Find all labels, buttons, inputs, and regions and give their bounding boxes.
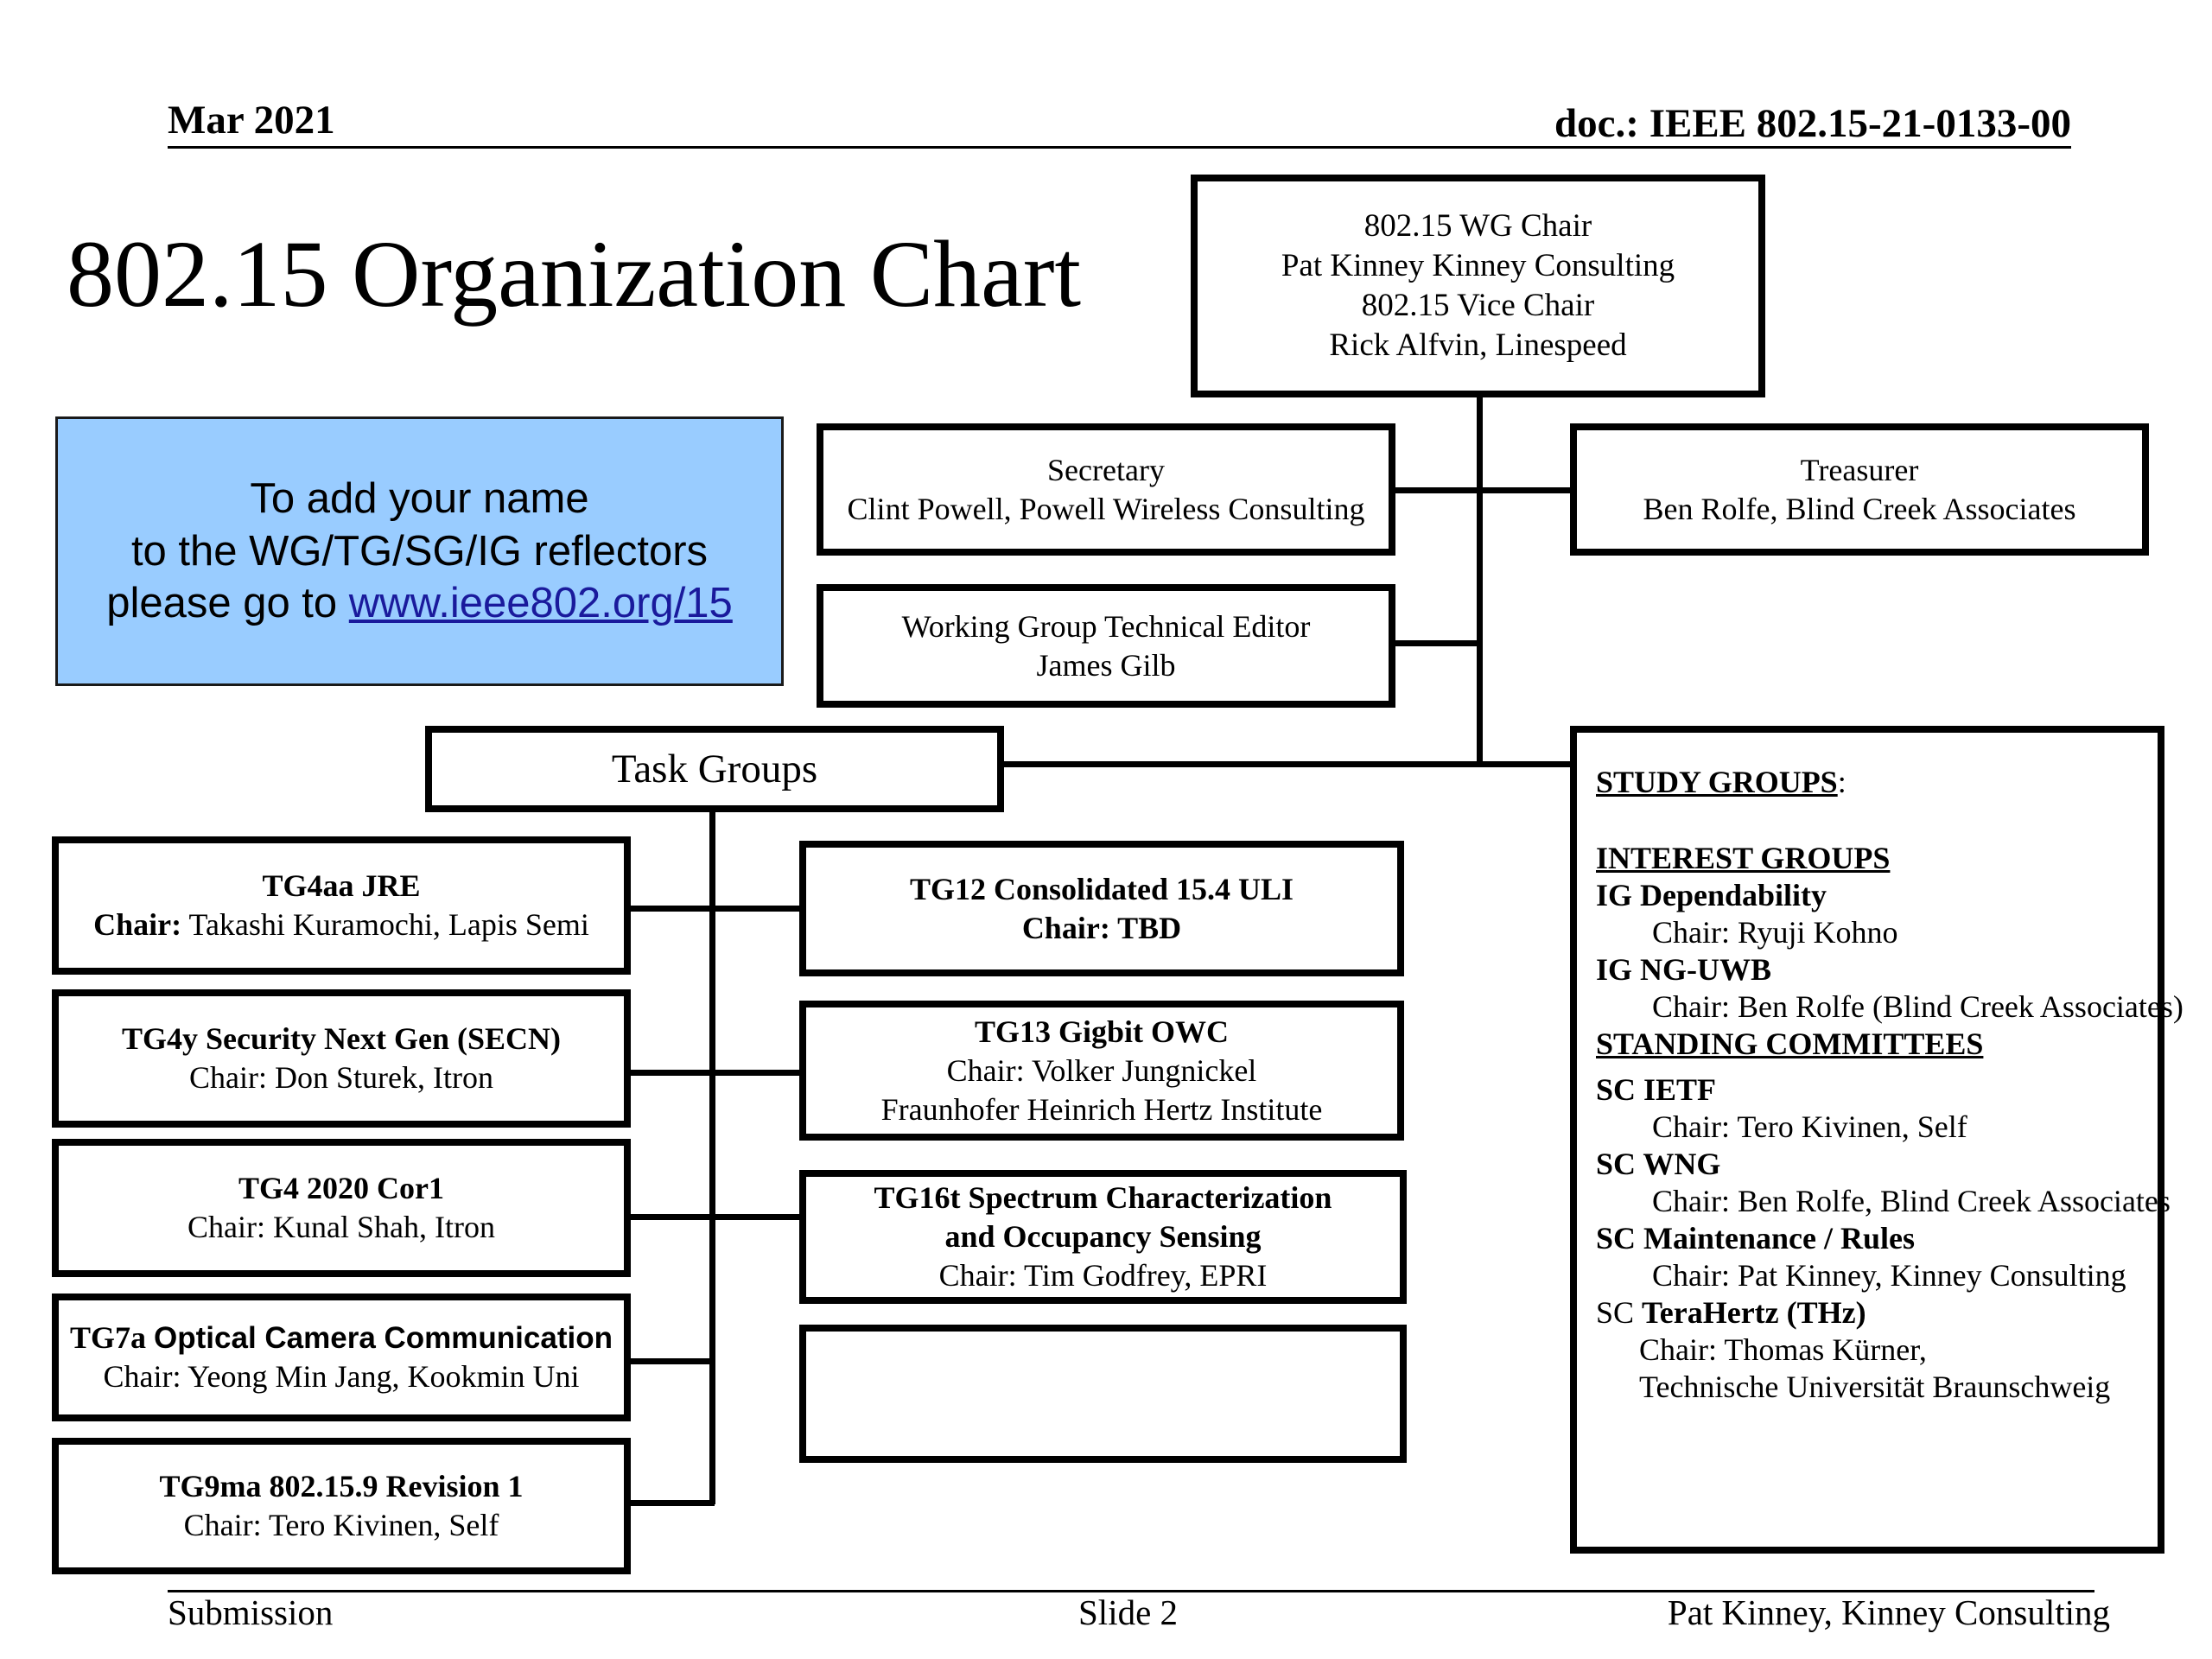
tg4aa-box: TG4aa JRE Chair: Takashi Kuramochi, Lapi… xyxy=(52,836,631,975)
tg4aa-name: TG4aa JRE xyxy=(262,868,421,903)
tg13-name: TG13 Gigbit OWC xyxy=(974,1014,1230,1049)
standing-committees-heading: STANDING COMMITTEES xyxy=(1596,1027,1984,1061)
sc-ietf-chair: Chair: Tero Kivinen, Self xyxy=(1652,1109,1967,1144)
ig-dependability-chair: Chair: Ryuji Kohno xyxy=(1652,915,1898,950)
tg7a-box: TG7a Optical Camera Communication Chair:… xyxy=(52,1294,631,1421)
tg4aa-chair-name: Takashi Kuramochi, Lapis Semi xyxy=(181,907,589,942)
tg9ma-name: TG9ma 802.15.9 Revision 1 xyxy=(159,1469,524,1503)
footer-slide-number: Slide 2 xyxy=(1078,1592,1179,1632)
tg4y-chair: Chair: Don Sturek, Itron xyxy=(189,1060,493,1095)
secretary-name: Clint Powell, Powell Wireless Consulting xyxy=(847,491,1365,526)
study-groups-colon: : xyxy=(1837,765,1847,799)
sc-terahertz-name: TeraHertz (THz) xyxy=(1642,1295,1866,1330)
connector-tg-row-2 xyxy=(624,1070,801,1076)
ig-ng-uwb-chair: Chair: Ben Rolfe (Blind Creek Associates… xyxy=(1652,989,2183,1024)
reflector-info-box: To add your name to the WG/TG/SG/IG refl… xyxy=(55,416,784,686)
treasurer-role: Treasurer xyxy=(1800,452,1919,487)
tg4-cor1-box: TG4 2020 Cor1 Chair: Kunal Shah, Itron xyxy=(52,1139,631,1277)
tg7a-name-rest: Optical Camera Communication xyxy=(154,1321,613,1355)
connector-tech-editor xyxy=(1394,640,1480,646)
sc-maintenance: SC Maintenance / Rules xyxy=(1596,1221,1915,1255)
treasurer-name: Ben Rolfe, Blind Creek Associates xyxy=(1643,491,2076,526)
tg9ma-box: TG9ma 802.15.9 Revision 1 Chair: Tero Ki… xyxy=(52,1438,631,1574)
tg16t-name-2: and Occupancy Sensing xyxy=(944,1219,1262,1254)
ig-ng-uwb: IG NG-UWB xyxy=(1596,952,1772,987)
connector-tg-row-4 xyxy=(624,1358,715,1364)
wg-vice-chair-name: Rick Alfvin, Linespeed xyxy=(1329,327,1627,364)
header-doc-id: doc.: IEEE 802.15-21-0133-00 xyxy=(1554,101,2071,146)
connector-secretary-treasurer xyxy=(1394,487,1571,493)
tg13-box: TG13 Gigbit OWC Chair: Volker Jungnickel… xyxy=(799,1001,1404,1141)
tg16t-name-1: TG16t Spectrum Characterization xyxy=(874,1180,1332,1215)
tg12-box: TG12 Consolidated 15.4 ULI Chair: TBD xyxy=(799,841,1404,976)
ig-dependability: IG Dependability xyxy=(1596,878,1827,912)
tech-editor-name: James Gilb xyxy=(1036,647,1176,683)
tg4y-box: TG4y Security Next Gen (SECN) Chair: Don… xyxy=(52,989,631,1128)
secretary-role: Secretary xyxy=(1047,452,1165,487)
tg7a-name-prefix: TG7a xyxy=(70,1320,155,1355)
wg-chair-box: 802.15 WG Chair Pat Kinney Kinney Consul… xyxy=(1191,175,1765,397)
connector-task-groups-study xyxy=(1001,761,1575,767)
page-title: 802.15 Organization Chart xyxy=(67,221,1082,327)
connector-tg-row-5 xyxy=(624,1500,715,1506)
tg13-chair: Chair: Volker Jungnickel xyxy=(946,1052,1257,1088)
tg4y-name: TG4y Security Next Gen (SECN) xyxy=(122,1021,561,1056)
sc-maintenance-chair: Chair: Pat Kinney, Kinney Consulting xyxy=(1652,1258,2126,1293)
tg7a-name: TG7a Optical Camera Communication xyxy=(70,1319,613,1357)
tg9ma-chair: Chair: Tero Kivinen, Self xyxy=(183,1508,499,1542)
header-date: Mar 2021 xyxy=(168,98,335,143)
footer-submission: Submission xyxy=(168,1592,334,1632)
tg4aa-chair: Chair: Takashi Kuramochi, Lapis Semi xyxy=(93,906,589,944)
sc-wng: SC WNG xyxy=(1596,1147,1721,1181)
connector-tg-row-1 xyxy=(624,906,801,912)
sc-terahertz-prefix: SC xyxy=(1596,1295,1643,1330)
info-line-2: to the WG/TG/SG/IG reflectors xyxy=(130,527,709,575)
footer-rule xyxy=(168,1590,2094,1592)
study-groups-row: STUDY GROUPS: xyxy=(1596,764,2139,801)
tech-editor-box: Working Group Technical Editor James Gil… xyxy=(817,584,1395,708)
sc-wng-chair: Chair: Ben Rolfe, Blind Creek Associates xyxy=(1652,1184,2171,1218)
tg4aa-chair-label: Chair: xyxy=(93,907,182,942)
wg-chair-title: 802.15 WG Chair xyxy=(1363,207,1592,244)
task-groups-box: Task Groups xyxy=(425,726,1004,812)
sc-ietf: SC IETF xyxy=(1596,1072,1717,1107)
connector-wg-trunk xyxy=(1477,396,1483,767)
info-line-3-prefix: please go to xyxy=(106,580,349,627)
connector-tg-trunk xyxy=(709,806,715,1504)
treasurer-box: Treasurer Ben Rolfe, Blind Creek Associa… xyxy=(1570,423,2149,556)
tg12-chair: Chair: TBD xyxy=(1021,910,1182,945)
info-line-1: To add your name xyxy=(250,474,589,522)
tg7a-chair: Chair: Yeong Min Jang, Kookmin Uni xyxy=(103,1359,580,1394)
task-groups-label: Task Groups xyxy=(611,746,818,791)
sc-terahertz-chair: Chair: Thomas Kürner, xyxy=(1639,1332,1927,1367)
groups-panel: STUDY GROUPS: INTEREST GROUPS IG Dependa… xyxy=(1570,726,2183,1554)
secretary-box: Secretary Clint Powell, Powell Wireless … xyxy=(817,423,1395,556)
info-line-3: please go to www.ieee802.org/15 xyxy=(106,577,733,630)
tech-editor-role: Working Group Technical Editor xyxy=(901,608,1311,644)
header-rule xyxy=(168,146,2071,149)
connector-tg-row-3 xyxy=(624,1214,801,1220)
tg4-cor1-name: TG4 2020 Cor1 xyxy=(238,1171,444,1205)
tg12-name: TG12 Consolidated 15.4 ULI xyxy=(909,871,1294,906)
interest-groups-heading: INTEREST GROUPS xyxy=(1596,841,1891,875)
tg16t-chair: Chair: Tim Godfrey, EPRI xyxy=(938,1258,1268,1293)
tg4-cor1-chair: Chair: Kunal Shah, Itron xyxy=(188,1210,495,1244)
tg16t-box: TG16t Spectrum Characterization and Occu… xyxy=(799,1170,1407,1304)
wg-chair-name: Pat Kinney Kinney Consulting xyxy=(1281,247,1675,283)
wg-vice-chair-title: 802.15 Vice Chair xyxy=(1361,288,1595,323)
tg13-org: Fraunhofer Heinrich Hertz Institute xyxy=(880,1091,1323,1127)
tg-empty-box xyxy=(799,1325,1407,1463)
sc-terahertz-org: Technische Universität Braunschweig xyxy=(1639,1370,2111,1404)
footer-author: Pat Kinney, Kinney Consulting xyxy=(1667,1592,2110,1632)
study-groups-heading: STUDY GROUPS xyxy=(1596,765,1838,799)
sc-terahertz: SC TeraHertz (THz) xyxy=(1596,1294,2139,1332)
reflector-link[interactable]: www.ieee802.org/15 xyxy=(348,580,733,627)
